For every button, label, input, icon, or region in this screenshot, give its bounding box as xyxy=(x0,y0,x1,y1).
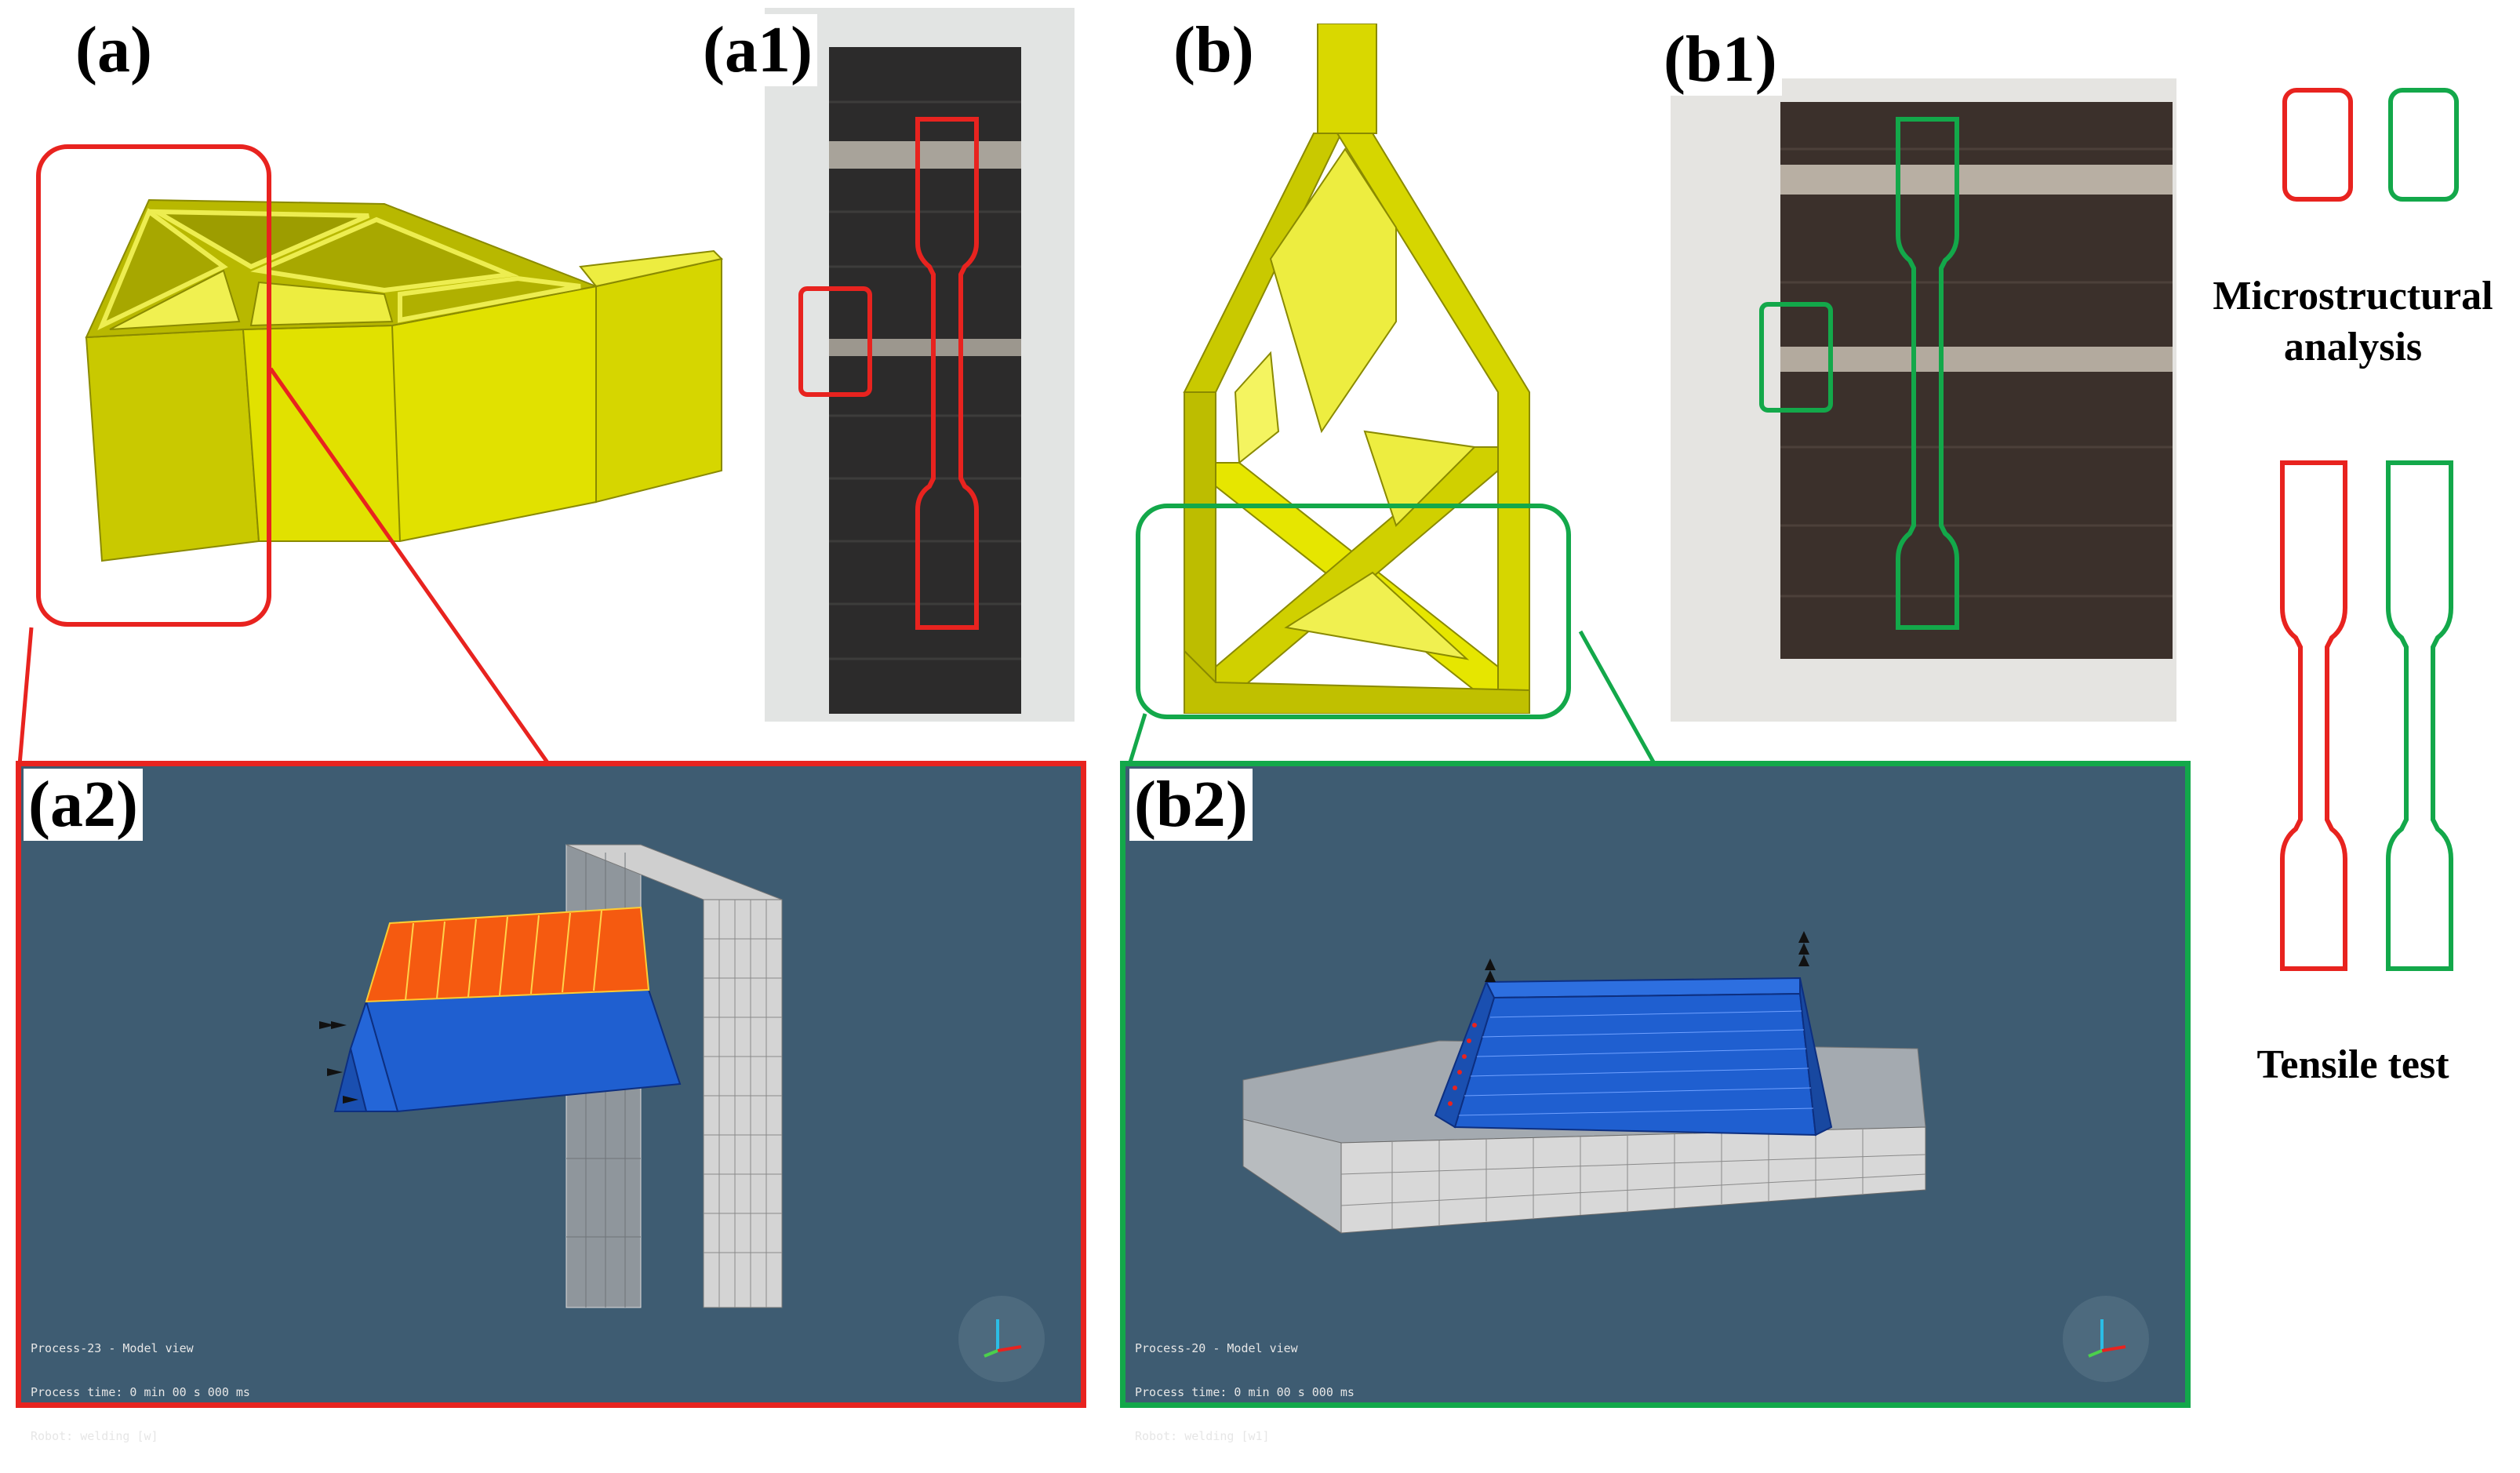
sim-b2-process-time: Process time: 0 min 00 s 000 ms xyxy=(1135,1384,1355,1399)
legend-microstructural-label: Microstructural analysis xyxy=(2188,271,2518,373)
sim-panel-a2: Process-23 - Model view Process time: 0 … xyxy=(16,761,1086,1443)
sim-b2-svg xyxy=(1242,931,2149,1382)
connector-lines-svg xyxy=(17,367,1657,766)
sim-a2-model-view: Process-23 - Model view xyxy=(31,1340,194,1355)
legend-micro-green-box xyxy=(2388,88,2459,202)
sim-b2-info: Process-20 - Model view Process time: 0 … xyxy=(1135,1311,1355,1473)
panel-label-a2: (a2) xyxy=(24,769,143,841)
panel-label-a: (a) xyxy=(71,14,157,86)
sim-a2-svg xyxy=(319,844,1045,1382)
photo-b1-svg xyxy=(1671,78,2176,722)
panel-a-highlight-box xyxy=(36,144,271,627)
panel-a-cad-model xyxy=(31,133,737,620)
sim-panel-b2: Process-20 - Model view Process time: 0 … xyxy=(1120,761,2191,1443)
legend-tensile-dogbones xyxy=(2280,460,2453,971)
panel-label-b1: (b1) xyxy=(1659,24,1782,96)
panel-label-b: (b) xyxy=(1169,14,1259,86)
cad-model-a-svg xyxy=(85,198,724,562)
photo-a1-svg xyxy=(765,8,1075,722)
legend-micro-red-box xyxy=(2282,88,2353,202)
sim-a2-robot: Robot: welding [w] xyxy=(31,1429,158,1443)
panel-label-a1: (a1) xyxy=(698,14,817,86)
legend-microstructural-line2: analysis xyxy=(2283,325,2423,369)
panel-label-b2: (b2) xyxy=(1129,769,1253,841)
sim-a2-info: Process-23 - Model view Process time: 0 … xyxy=(31,1311,250,1473)
photo-b1 xyxy=(1671,78,2176,722)
legend-tensile-label: Tensile test xyxy=(2256,1042,2449,1087)
legend-microstructural-line1: Microstructural xyxy=(2213,274,2493,318)
panel-b-highlight-box xyxy=(1136,504,1571,719)
sim-b2-model-view: Process-20 - Model view xyxy=(1135,1340,1298,1355)
photo-a1 xyxy=(765,8,1075,722)
sim-a2-process-time: Process time: 0 min 00 s 000 ms xyxy=(31,1384,250,1399)
sim-b2-robot: Robot: welding [w1] xyxy=(1135,1429,1270,1443)
